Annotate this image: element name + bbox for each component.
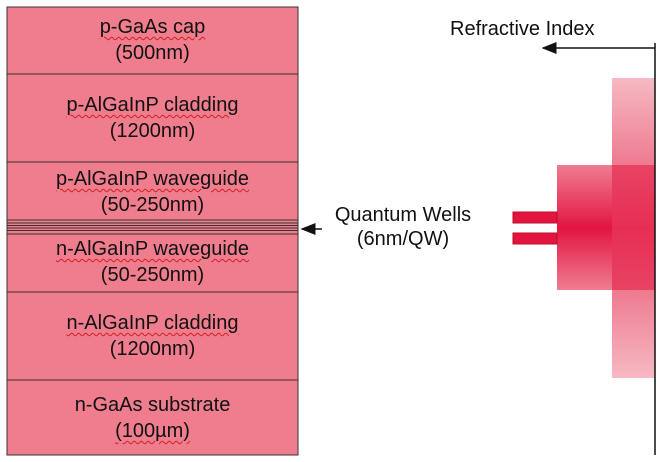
- layer-p-gaas-cap: [6, 6, 299, 75]
- layer-name-text: p-AlGaInP cladding: [66, 94, 239, 116]
- layer-thickness-text: (100µm): [115, 420, 190, 442]
- layer-stack: [6, 6, 299, 456]
- layer-name: n-AlGaInP waveguide: [7, 236, 298, 262]
- layer-thickness: (50-250nm): [100, 194, 205, 216]
- layer-name-text: n-AlGaInP cladding: [66, 312, 239, 334]
- layer-name: n-AlGaInP cladding: [7, 310, 298, 336]
- layer-label-p-waveguide: p-AlGaInP waveguide (50-250nm): [7, 166, 298, 218]
- layer-label-n-waveguide: n-AlGaInP waveguide (50-250nm): [7, 236, 298, 288]
- refractive-index-profile: [512, 78, 655, 378]
- quantum-wells-title: Quantum Wells: [334, 204, 472, 226]
- layer-thickness: (100µm): [7, 418, 298, 444]
- layer-thickness: (500nm): [115, 42, 190, 64]
- layer-label-n-cladding: n-AlGaInP cladding (1200nm): [7, 310, 298, 362]
- layer-name-text: p-AlGaInP waveguide: [55, 168, 250, 190]
- layer-label-p-gaas-cap: p-GaAs cap (500nm): [7, 14, 298, 66]
- layer-label-n-gaas-substrate: n-GaAs substrate (100µm): [7, 392, 298, 444]
- layer-n-cladding: [6, 291, 299, 381]
- layer-n-gaas-substrate: [6, 379, 299, 456]
- layer-name: p-AlGaInP waveguide: [7, 166, 298, 192]
- layer-name-text: p-GaAs cap: [99, 16, 206, 38]
- quantum-well-stack: [6, 219, 299, 235]
- layer-p-cladding: [6, 73, 299, 163]
- layer-p-waveguide: [6, 161, 299, 221]
- layer-thickness: (1200nm): [109, 120, 196, 142]
- layer-name-text: n-GaAs substrate: [74, 394, 231, 416]
- layer-name-text: n-AlGaInP waveguide: [55, 238, 250, 260]
- quantum-wells-sublabel: (6nm/QW): [356, 228, 450, 250]
- layer-name: p-AlGaInP cladding: [7, 92, 298, 118]
- quantum-wells-label: Quantum Wells (6nm/QW): [318, 203, 488, 251]
- layer-thickness: (1200nm): [109, 338, 196, 360]
- refractive-index-label: Refractive Index: [450, 18, 595, 40]
- layer-n-waveguide: [6, 233, 299, 293]
- layer-name: p-GaAs cap: [7, 14, 298, 40]
- layer-name: n-GaAs substrate: [7, 392, 298, 418]
- layer-label-p-cladding: p-AlGaInP cladding (1200nm): [7, 92, 298, 144]
- layer-thickness: (50-250nm): [100, 264, 205, 286]
